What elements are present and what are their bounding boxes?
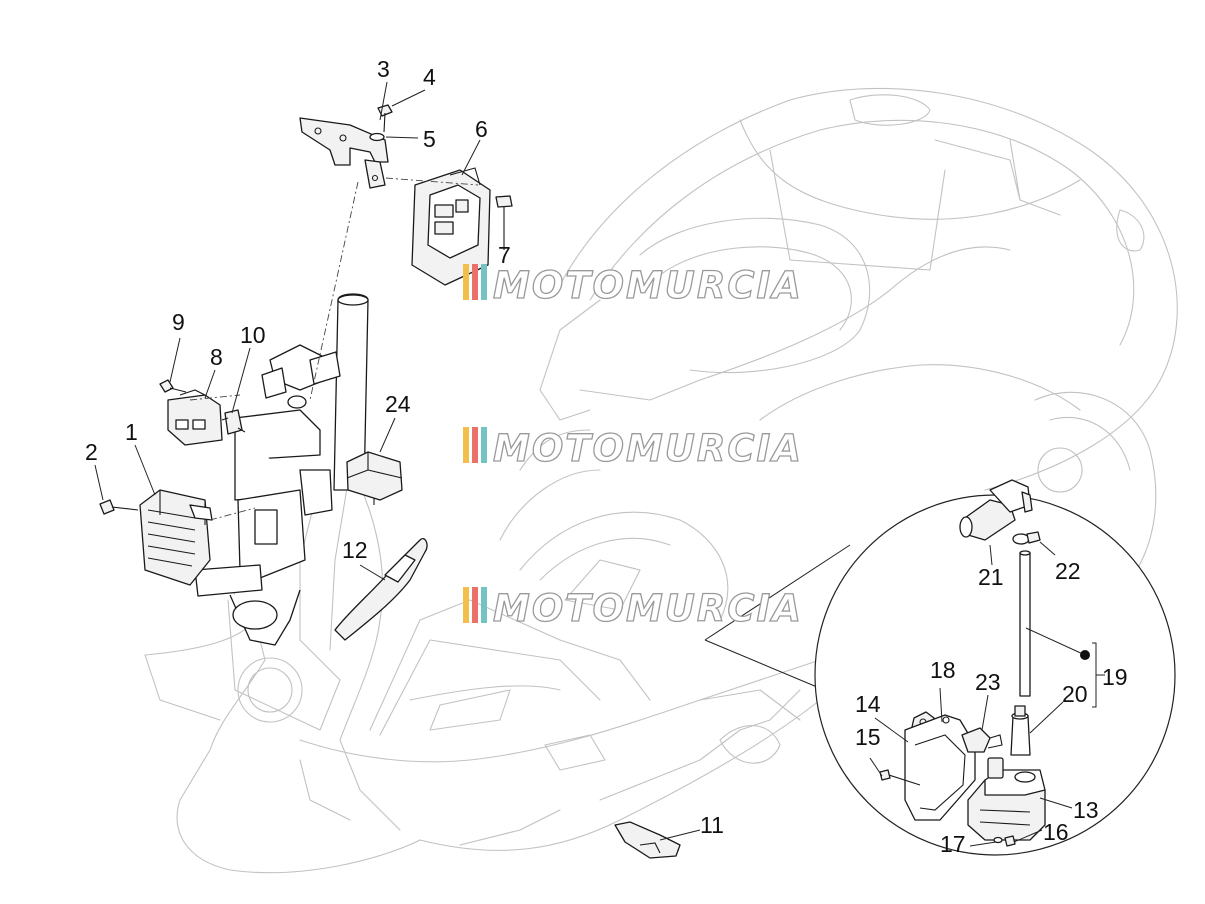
part-22-clamp (1012, 531, 1041, 545)
part-16-screw (1004, 835, 1016, 847)
watermark-text: MOTOMURCIA (493, 264, 803, 307)
callout-5: 5 (423, 126, 436, 152)
scooter-body-outline (144, 87, 1178, 874)
part-17-washer (993, 836, 1003, 844)
callout-1: 1 (125, 419, 138, 445)
part-9-screw (159, 379, 187, 393)
callout-3: 3 (377, 56, 390, 82)
callout-18: 18 (930, 657, 956, 683)
callout-22: 22 (1055, 558, 1081, 584)
part-5-washer (369, 132, 385, 142)
watermark-3: MOTOMURCIA (463, 586, 803, 631)
part-21-sensor (959, 479, 1033, 541)
part-1-voltage-regulator (139, 489, 213, 586)
callout-6: 6 (475, 116, 488, 142)
callout-8: 8 (210, 344, 223, 370)
part-10-clip (221, 409, 246, 435)
callout-19: 19 (1102, 664, 1128, 690)
part-14-bracket (904, 714, 976, 821)
part-15-bolt (879, 769, 921, 786)
part-7-screw (495, 195, 513, 250)
part-23-connector (961, 727, 1003, 753)
part-24-relay (346, 451, 403, 505)
callout-14: 14 (855, 691, 881, 717)
callout-9: 9 (172, 309, 185, 335)
part-12-cover (334, 538, 428, 641)
callout-10: 10 (240, 322, 266, 348)
leader-lines (94, 81, 701, 841)
part-2-screw (99, 499, 139, 515)
part-3-bracket (299, 117, 389, 189)
watermark-text: MOTOMURCIA (493, 587, 803, 630)
watermark-1: MOTOMURCIA (463, 263, 803, 308)
callout-7: 7 (498, 242, 511, 268)
callout-13: 13 (1073, 797, 1099, 823)
callout-21: 21 (978, 564, 1004, 590)
steering-column (194, 293, 369, 646)
part-20-sleeve (1010, 705, 1031, 756)
callout-11: 11 (700, 812, 724, 838)
detail-view (704, 479, 1176, 856)
callout-4: 4 (423, 64, 436, 90)
part-8-bracket (167, 389, 223, 446)
callout-16: 16 (1043, 819, 1069, 845)
callout-24: 24 (385, 391, 411, 417)
callout-17: 17 (940, 831, 966, 857)
part-13-ignition-coil (967, 757, 1046, 841)
watermark-2: MOTOMURCIA (463, 426, 803, 471)
part-11-cover (614, 821, 681, 859)
watermark-text: MOTOMURCIA (493, 427, 803, 470)
callout-20: 20 (1062, 681, 1088, 707)
part-6-control-unit (411, 167, 491, 286)
callout-12: 12 (342, 537, 368, 563)
callout-labels: 3 4 5 6 7 9 8 10 1 2 24 12 11 21 22 19 2… (85, 56, 1128, 857)
part-19-rod (1019, 550, 1090, 697)
callout-15: 15 (855, 724, 881, 750)
callout-2: 2 (85, 439, 98, 465)
callout-23: 23 (975, 669, 1001, 695)
